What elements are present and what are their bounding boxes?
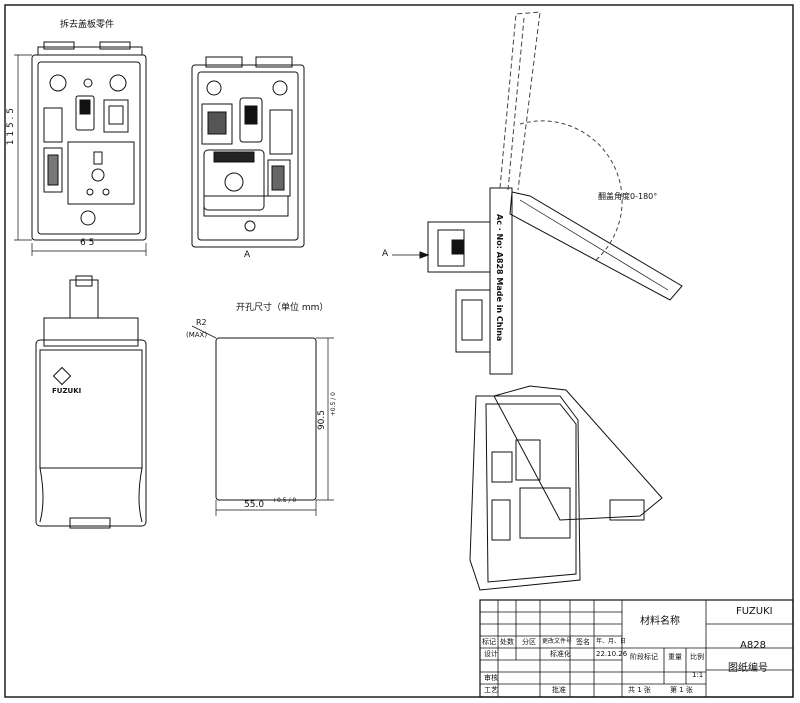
part-number: A828 bbox=[740, 640, 766, 651]
tb-count: 处数 bbox=[500, 638, 514, 646]
tb-scale: 比例 bbox=[690, 653, 704, 661]
tb-stage-mark: 阶段标记 bbox=[630, 653, 658, 661]
dim-height: 1 1 5 . 5 bbox=[6, 108, 16, 146]
tb-date: 22.10.26 bbox=[596, 650, 628, 658]
remove-cover-title: 拆去盖板零件 bbox=[60, 20, 115, 30]
cutout-width: 55.0 bbox=[244, 500, 265, 510]
cutout-height-tol: +0.5 / 0 bbox=[330, 392, 337, 417]
tb-scale-value: 1:1 bbox=[692, 671, 704, 679]
cutout-title: 开孔尺寸（单位 mm） bbox=[236, 303, 329, 313]
arrow-a-label: A bbox=[382, 249, 389, 259]
radius-max: (MAX) bbox=[186, 331, 208, 339]
front-view-open bbox=[31, 41, 147, 241]
tb-change-file: 更改文件号 bbox=[542, 638, 573, 645]
title-block-grid bbox=[479, 599, 794, 698]
iso-view bbox=[469, 385, 663, 591]
tb-review: 审核 bbox=[484, 674, 498, 682]
tb-design: 设计 bbox=[484, 650, 498, 658]
tb-approve: 批准 bbox=[552, 686, 566, 694]
brand-on-part: FUZUKI bbox=[52, 387, 82, 395]
material-name-label: 材料名称 bbox=[640, 616, 680, 627]
cutout-view bbox=[191, 325, 334, 516]
tb-date-header: 年、月、日 bbox=[596, 638, 627, 645]
tb-mark: 标记 bbox=[482, 638, 496, 646]
closed-cover-view bbox=[35, 275, 147, 529]
radius-note: R2 bbox=[196, 318, 207, 327]
view-a-label: A bbox=[244, 250, 251, 260]
drawing-no-label: 图纸编号 bbox=[728, 663, 768, 674]
tb-sheets: 共 1 张 bbox=[628, 686, 651, 694]
side-view-flip bbox=[392, 11, 683, 375]
tb-sheet-no: 第 1 张 bbox=[670, 686, 693, 694]
side-imprint-text: Ac · No: A828 Made in China bbox=[495, 214, 504, 342]
tb-process: 工艺 bbox=[484, 686, 498, 694]
dim-width: 6 5 bbox=[80, 238, 95, 248]
flip-angle-note: 翻盖角度0-180° bbox=[598, 192, 658, 201]
tb-sign: 签名 bbox=[576, 638, 590, 646]
drawing-frame bbox=[4, 4, 794, 698]
company-name: FUZUKI bbox=[736, 606, 773, 617]
tb-standardize: 标准化 bbox=[550, 650, 571, 658]
dims-front bbox=[14, 54, 147, 256]
tb-zone: 分区 bbox=[522, 638, 536, 646]
tb-weight: 重量 bbox=[668, 653, 682, 661]
rear-view bbox=[191, 56, 305, 248]
cutout-height: 90.5 bbox=[317, 410, 327, 431]
cutout-width-tol: +0.5 / 0 bbox=[272, 497, 297, 504]
